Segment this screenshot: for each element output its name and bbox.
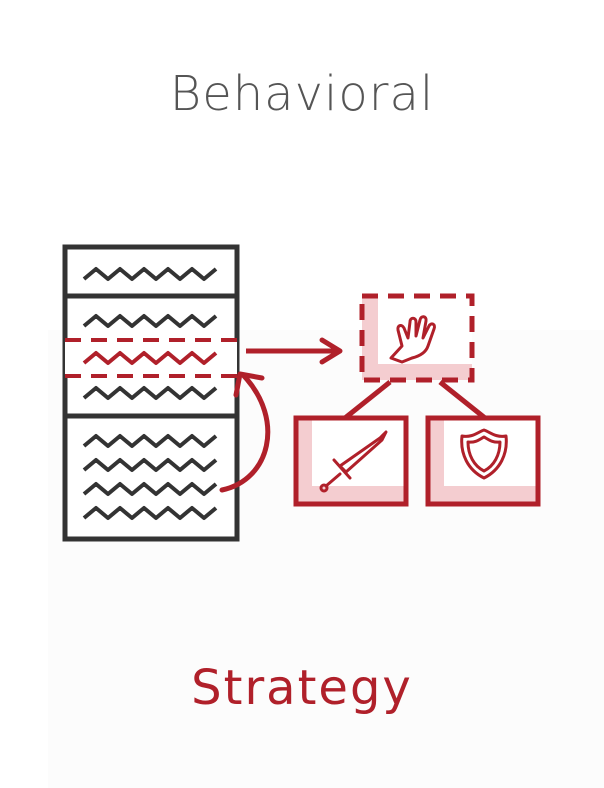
shield-icon: [460, 428, 508, 480]
sword-box: [293, 415, 409, 507]
document-stack-icon: [62, 244, 240, 542]
text-line: [82, 314, 218, 328]
text-line: [82, 434, 218, 448]
text-line: [82, 506, 218, 520]
shield-box: [425, 415, 541, 507]
sword-icon: [319, 430, 388, 493]
text-line: [82, 482, 218, 496]
text-line: [82, 458, 218, 472]
text-line: [82, 267, 218, 281]
arrow-right-icon: [246, 337, 343, 365]
hand-box: [359, 293, 475, 383]
hand-icon: [389, 315, 436, 364]
curved-arrow-icon: [219, 371, 271, 493]
connector-line: [438, 380, 487, 420]
subheading: Strategy: [191, 660, 413, 716]
highlighted-line: [65, 338, 237, 378]
heading: Behavioral: [169, 66, 435, 122]
text-line: [82, 386, 218, 400]
connector-line: [343, 380, 392, 420]
